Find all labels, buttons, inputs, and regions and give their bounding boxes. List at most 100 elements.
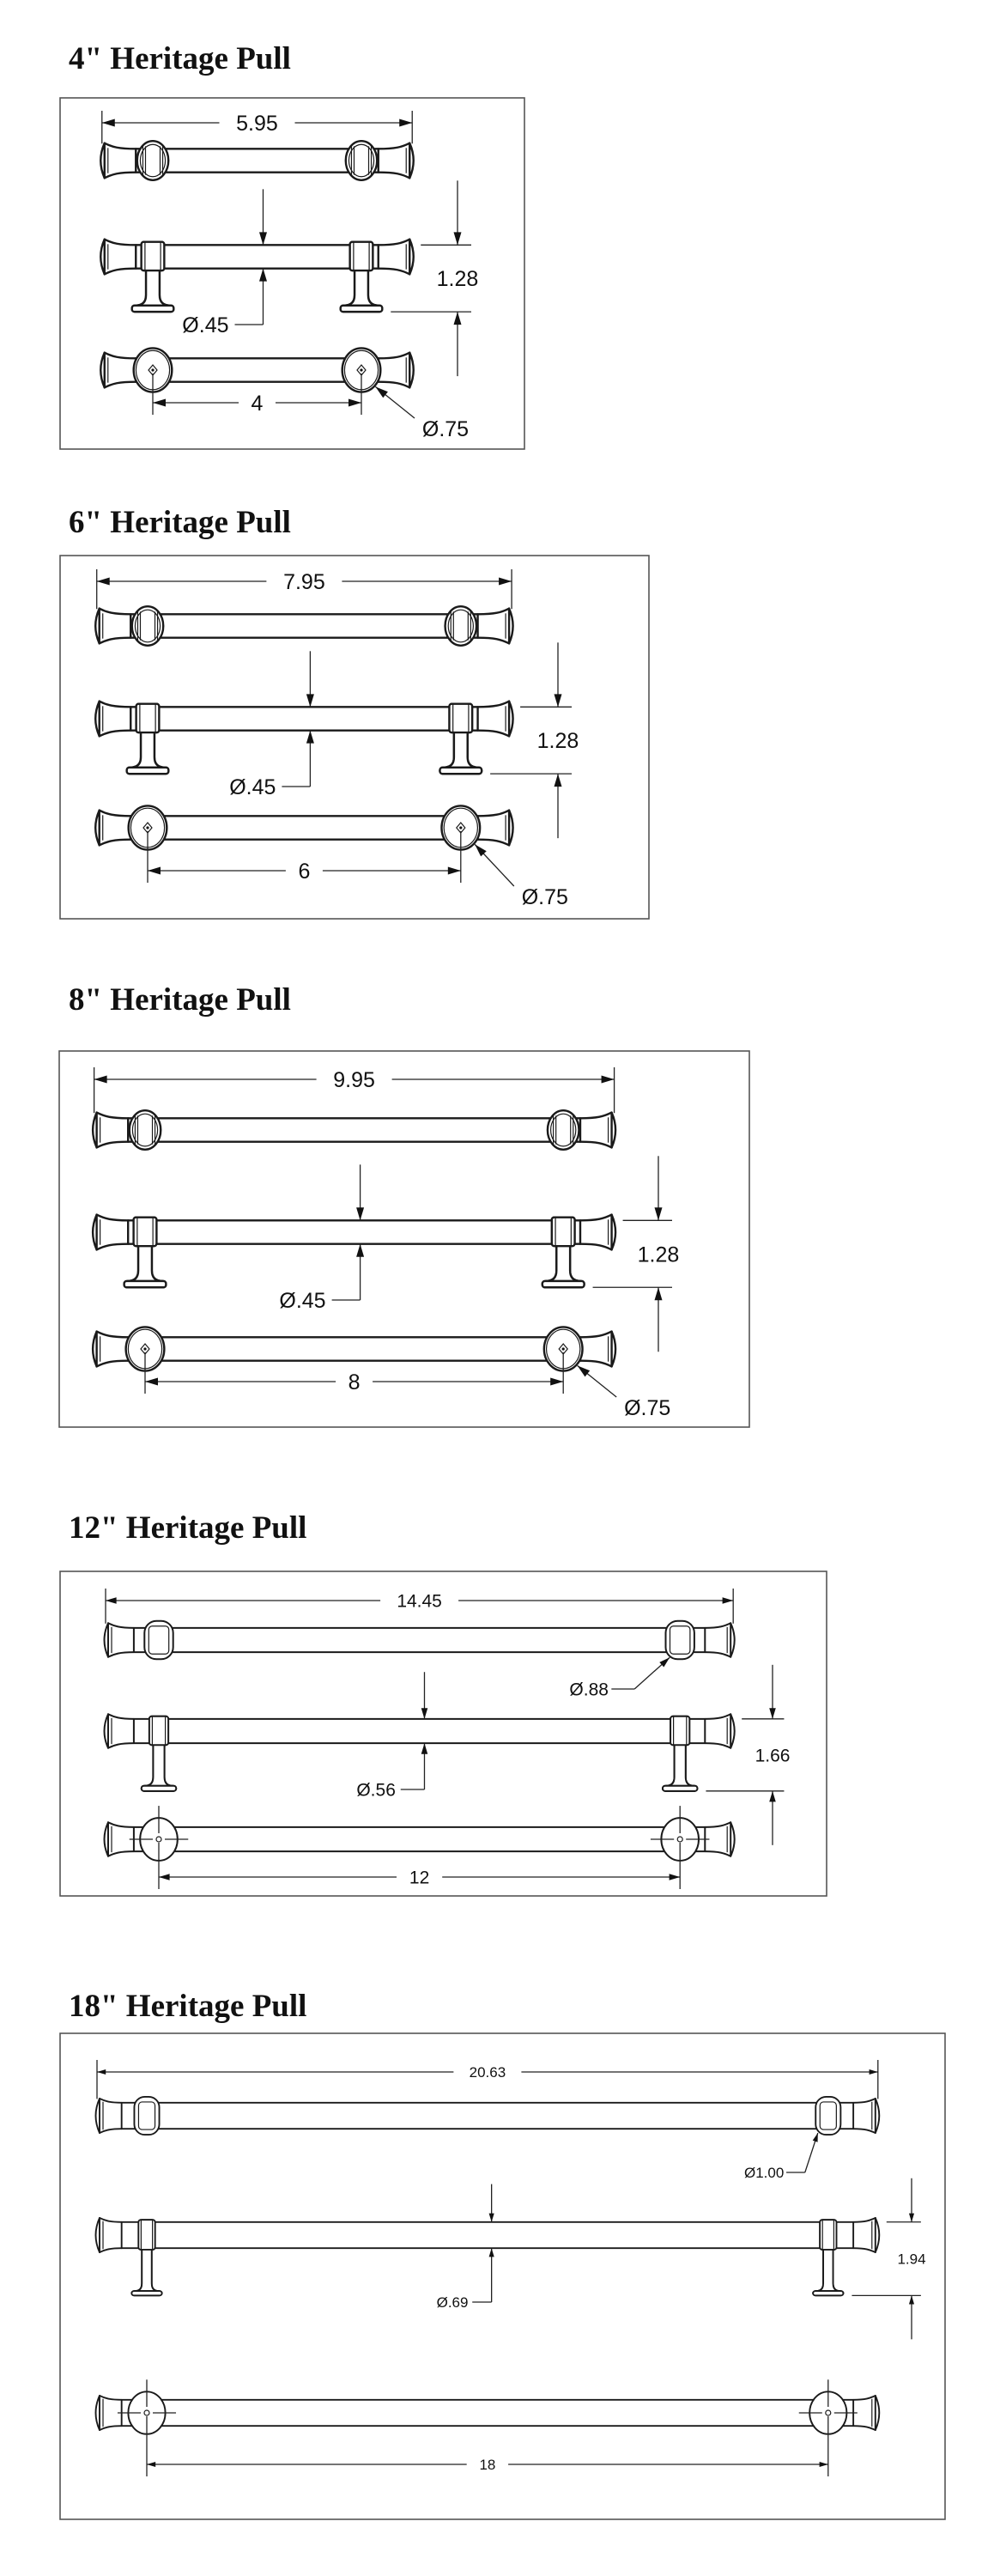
end-cap <box>730 1821 736 1857</box>
end-cap <box>103 1713 110 1749</box>
screw-hole-icon <box>825 2409 832 2416</box>
drawing-frame <box>59 97 525 450</box>
projection-height-label: 1.28 <box>638 1242 680 1267</box>
post-collar <box>670 1715 691 1747</box>
end-cap <box>91 1111 98 1149</box>
end-cap <box>94 809 100 847</box>
end-flare <box>704 1821 732 1857</box>
end-cap <box>100 351 106 389</box>
mounting-base-plate <box>123 1279 167 1289</box>
section-title: 4" Heritage Pull <box>69 41 291 76</box>
side-view: Ø.451.28 <box>100 180 478 377</box>
post-collar <box>137 2219 156 2251</box>
arrowhead <box>499 577 512 586</box>
end-flare <box>95 1330 130 1368</box>
arrowhead <box>577 1365 591 1377</box>
end-flare <box>579 1111 613 1149</box>
dimension-label: 8 <box>348 1370 361 1394</box>
mounting-base-plate <box>140 1784 178 1792</box>
drawing-frame <box>59 1571 827 1897</box>
mounting-ring <box>136 140 170 181</box>
arrowhead <box>94 1075 107 1084</box>
end-flare <box>704 1713 732 1749</box>
end-cap <box>874 2394 881 2432</box>
end-cap <box>610 1213 617 1251</box>
arrowhead <box>259 232 267 246</box>
arrowhead <box>259 268 267 282</box>
ring-diameter-label: Ø.75 <box>522 885 568 909</box>
end-cap <box>100 238 106 276</box>
mounting-ring <box>815 2095 842 2136</box>
arrowhead <box>654 1287 663 1301</box>
end-flare <box>107 1622 135 1658</box>
drawing-frame <box>59 2032 946 2520</box>
end-flare <box>95 1213 130 1251</box>
pull-bar <box>130 613 479 639</box>
end-flare <box>476 607 511 645</box>
post-collar <box>135 702 161 734</box>
mounting-base-plate <box>130 2290 163 2297</box>
screw-hole-center <box>146 826 149 829</box>
side-view: Ø.561.66 <box>103 1664 790 1845</box>
arrowhead <box>554 694 562 708</box>
drawing-frame <box>58 1050 750 1428</box>
arrowhead <box>306 694 314 708</box>
end-cap <box>730 1622 736 1658</box>
arrowhead <box>908 2213 915 2222</box>
end-cap <box>409 351 415 389</box>
top-view: 7.95 <box>94 569 514 647</box>
dimension-label: 14.45 <box>397 1592 442 1612</box>
arrowhead <box>421 1708 428 1719</box>
arrowhead <box>148 866 161 875</box>
end-flare <box>107 1821 135 1857</box>
dimension-label: 6 <box>298 860 310 884</box>
pull-bar <box>135 357 379 383</box>
arrowhead <box>399 118 413 127</box>
end-cap <box>100 142 106 179</box>
arrowhead <box>375 386 388 398</box>
mounting-post <box>342 267 380 307</box>
mounting-base-plate <box>541 1279 585 1289</box>
end-flare <box>377 142 411 179</box>
mounting-post <box>129 729 167 769</box>
pull-bar <box>127 1117 582 1143</box>
post-collar <box>550 1216 576 1248</box>
arrowhead <box>356 1207 365 1221</box>
mounting-ring-inner <box>137 2101 156 2130</box>
bottom-view: 12 <box>103 1806 736 1889</box>
end-cap <box>94 2216 100 2254</box>
end-cap <box>507 607 514 645</box>
arrowhead <box>356 1243 365 1257</box>
pull-bar <box>127 1336 582 1362</box>
mounting-ring <box>128 1109 162 1151</box>
mounting-ring-inner <box>148 1625 170 1655</box>
end-cap <box>91 1213 98 1251</box>
ring-diameter-label: Ø.75 <box>624 1396 670 1420</box>
end-flare <box>476 700 511 738</box>
mounting-ring-inner <box>669 1625 691 1655</box>
arrowhead <box>101 118 115 127</box>
end-flare <box>99 2097 123 2135</box>
arrowhead <box>159 1874 170 1880</box>
arrowhead <box>601 1075 615 1084</box>
screw-hole-center <box>151 368 155 372</box>
mounting-ring <box>344 140 379 181</box>
mounting-base-plate <box>339 304 384 313</box>
mounting-post <box>544 1242 582 1283</box>
bottom-view: 18 <box>94 2379 881 2476</box>
mounting-post <box>134 267 172 307</box>
pull-bar <box>135 244 379 270</box>
arrowhead <box>153 398 166 407</box>
arrowhead <box>475 844 487 857</box>
arrowhead <box>306 730 314 744</box>
projection-height-label: 1.94 <box>897 2251 925 2268</box>
post-collar <box>132 1216 158 1248</box>
screw-hole-center <box>561 1347 565 1351</box>
screw-hole-center <box>143 1347 147 1351</box>
